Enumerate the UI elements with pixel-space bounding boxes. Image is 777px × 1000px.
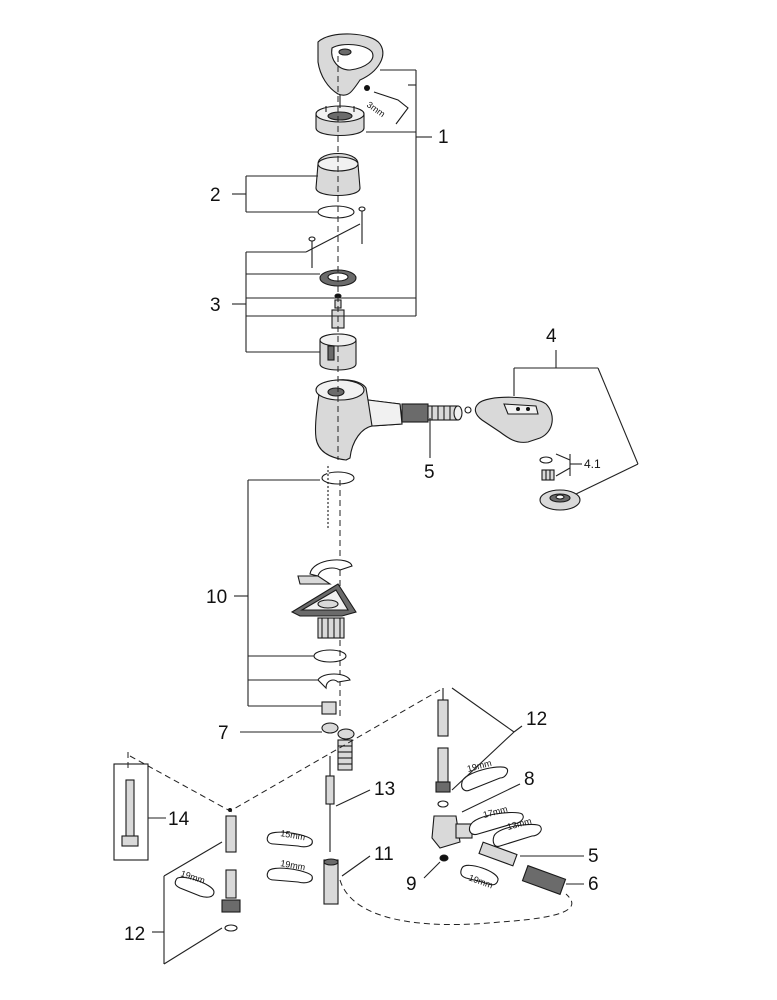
hose-connector (401, 403, 463, 423)
o-ring-upper (317, 205, 355, 219)
angle-valve (431, 815, 473, 862)
hex-key: 3mm (364, 85, 409, 125)
connector-5-bottom (478, 841, 518, 867)
threaded-rod (323, 756, 339, 905)
supply-hose-right (435, 688, 451, 808)
wrench-19mm-icon: 19mm (460, 864, 499, 890)
callout-4: 4 (546, 326, 557, 347)
fixing-screw-left (308, 236, 316, 268)
callout-4-1: 4.1 (584, 457, 601, 471)
callout-2: 2 (210, 185, 221, 206)
callout-10: 10 (206, 587, 227, 608)
callout-numbers: 1 2 3 4 4.1 5 10 7 12 8 13 14 11 5 9 6 1… (124, 127, 601, 945)
callout-3: 3 (210, 295, 221, 316)
callout-5-bottom: 5 (588, 846, 599, 867)
callout-1: 1 (438, 127, 449, 148)
callout-9: 9 (406, 874, 417, 895)
lever-handle (317, 33, 384, 96)
hex-key-size-label: 3mm (365, 99, 387, 119)
triangular-mounting-plate (290, 583, 357, 617)
leader-lines (148, 69, 639, 965)
wrench-19mm-icon: 19mm (174, 868, 215, 898)
supply-hose-left (221, 808, 241, 932)
lock-nut (321, 701, 337, 715)
handle-adapter (315, 95, 365, 136)
callout-14: 14 (168, 809, 190, 830)
spray-insert (541, 469, 555, 481)
o-ring-base (321, 471, 355, 485)
gasket-lower (313, 649, 347, 663)
assembly-dashed-lines (127, 56, 573, 926)
spring-6 (521, 864, 567, 896)
wrench-13mm-icon: 13mm (492, 816, 542, 847)
callout-11: 11 (374, 844, 394, 865)
horseshoe-washer (297, 559, 353, 585)
callout-12-right: 12 (526, 709, 547, 730)
callout-6: 6 (588, 874, 599, 895)
fixing-screw-right (358, 206, 366, 244)
wrench-19mm-icon: 19mm (461, 758, 509, 792)
clip (317, 673, 351, 690)
spray-nozzle-ring (539, 489, 581, 511)
hose-end-fittings (321, 722, 355, 771)
wrench-17mm-icon: 17mm (468, 804, 524, 836)
callout-12-left: 12 (124, 924, 145, 945)
wrench-19mm-label-3: 19mm (280, 858, 306, 872)
spray-head (464, 396, 553, 443)
faucet-body (314, 379, 403, 461)
wrench-15mm-icon: 15mm (266, 828, 313, 848)
spray-washer (539, 456, 553, 464)
mounting-stud (317, 617, 345, 639)
callout-8: 8 (524, 769, 535, 790)
wrench-19mm-icon: 19mm (266, 858, 313, 884)
mounting-tool-box (113, 763, 149, 861)
callout-13: 13 (374, 779, 395, 800)
callout-7: 7 (218, 723, 229, 744)
wrench-15mm-label: 15mm (280, 828, 306, 842)
callout-5-top: 5 (424, 462, 435, 483)
